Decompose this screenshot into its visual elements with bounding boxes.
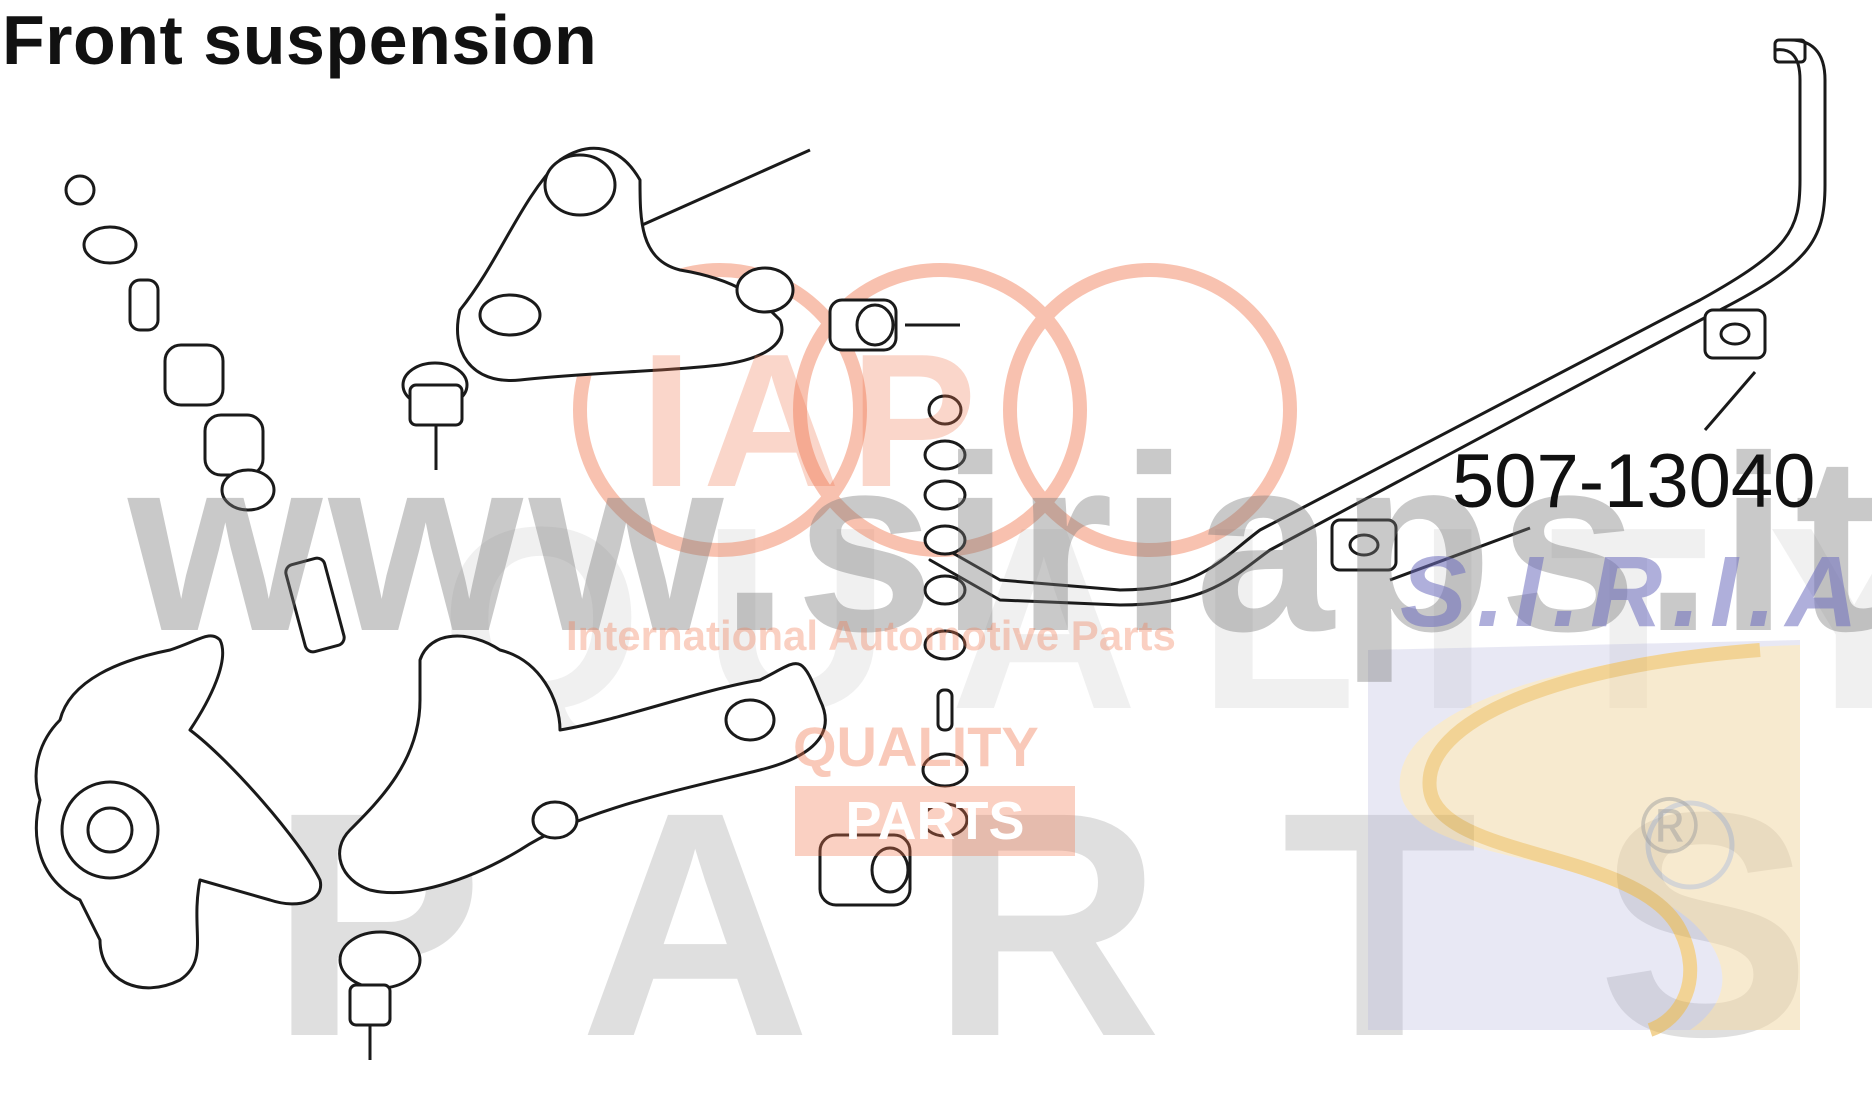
watermark-brand: S.I.R.I.A	[1400, 536, 1868, 648]
lower-control-arm	[338, 634, 827, 895]
stabilizer-bushing-left	[1330, 518, 1398, 572]
watermark-url: www.siriaps.it	[128, 404, 1872, 683]
stabilizer-bushing-right	[1703, 308, 1767, 360]
upper-control-arm	[456, 146, 795, 382]
watermark-quality-badge-bottom: PARTS	[795, 786, 1075, 856]
stabilizer-bar	[928, 38, 1827, 607]
control-arm-bushing-upper	[828, 298, 898, 352]
strut-components	[64, 174, 346, 654]
part-number-label: 507-13040	[1452, 439, 1816, 524]
diagram-title: Front suspension	[2, 1, 598, 79]
watermark-quality-badge-top: QUALITY	[793, 715, 1039, 778]
siria-logo	[1368, 640, 1800, 1037]
diagram-canvas	[34, 38, 1827, 1060]
watermark-registered: ®	[1640, 781, 1699, 870]
control-arm-bushing-lower	[818, 833, 912, 907]
lower-ball-joint	[338, 930, 422, 1060]
stabilizer-link-parts	[921, 394, 969, 838]
upper-ball-joint	[401, 361, 469, 470]
watermark-iap-subtitle: International Automotive Parts	[566, 612, 1176, 659]
steering-knuckle	[34, 634, 323, 990]
watermark-iap-letters: IAP	[640, 315, 987, 527]
